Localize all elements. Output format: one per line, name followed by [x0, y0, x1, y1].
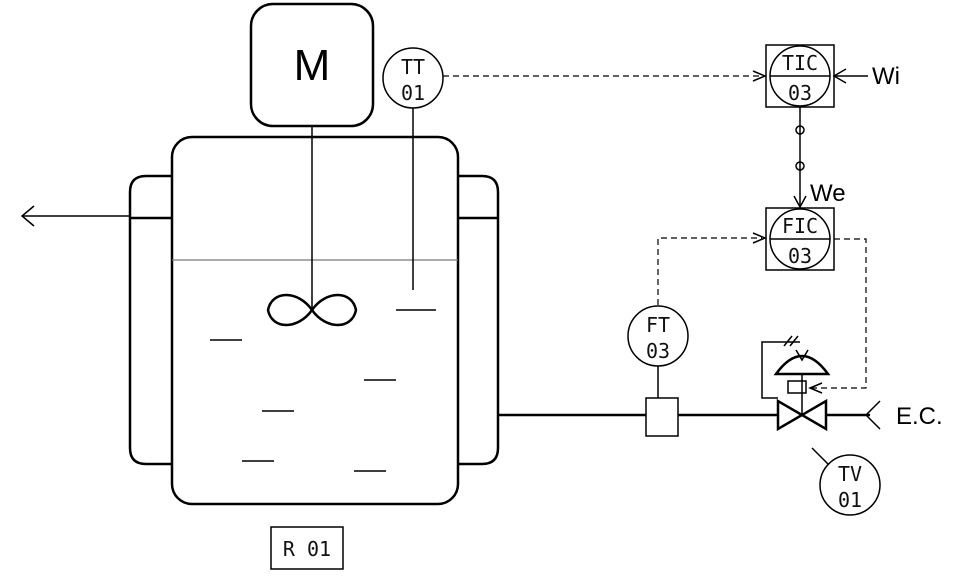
line-label-ec: E.C.: [896, 403, 943, 430]
arrow-ft-to-fic: [752, 232, 767, 244]
signal-ft-to-fic: [657, 237, 762, 305]
instrument-ft03: FT 03: [627, 305, 689, 367]
svg-text:03: 03: [788, 81, 812, 105]
svg-text:01: 01: [401, 81, 425, 105]
outlet-arrow: [20, 205, 130, 227]
tv-leader: [811, 447, 829, 465]
arrow-tic-to-fic: [793, 195, 807, 209]
reactor-vessel: [170, 135, 460, 506]
arrow-tt-to-tic: [752, 70, 767, 82]
svg-text:FIC: FIC: [782, 214, 818, 238]
cascade-node-2: [795, 161, 805, 171]
svg-text:TV: TV: [838, 462, 862, 486]
svg-text:TIC: TIC: [782, 51, 818, 75]
valve-aux-line: [761, 341, 800, 399]
instrument-tv01: TV 01: [819, 454, 881, 516]
svg-text:03: 03: [788, 244, 812, 268]
svg-text:01: 01: [838, 488, 862, 512]
instrument-tt01: TT 01: [382, 47, 444, 109]
instrument-fic03: FIC 03: [765, 207, 835, 271]
valve-hash-1: [783, 335, 793, 347]
setpoint-wi-arrow: [832, 68, 847, 84]
svg-text:03: 03: [646, 339, 670, 363]
reactor-jacket: [128, 174, 500, 466]
setpoint-we-label: We: [810, 180, 846, 207]
reactor-tag: R 01: [283, 537, 331, 561]
instrument-tic03: TIC 03: [765, 44, 835, 108]
arrow-fic-to-valve: [808, 382, 823, 394]
inlet-arrow: [864, 400, 881, 430]
flow-element: [645, 397, 679, 437]
liquid-marks: [210, 309, 436, 472]
setpoint-wi-label: Wi: [872, 63, 900, 90]
reactor-tag-box: [270, 526, 344, 570]
svg-text:FT: FT: [646, 313, 670, 337]
motor-label: M: [294, 41, 331, 90]
agitator-impeller: [266, 293, 358, 327]
valve-hash-2: [789, 335, 799, 347]
cascade-node-1: [795, 125, 805, 135]
valve-aux-arrow: [795, 349, 809, 362]
signal-fic-to-valve: [812, 238, 867, 389]
svg-text:TT: TT: [401, 55, 425, 79]
